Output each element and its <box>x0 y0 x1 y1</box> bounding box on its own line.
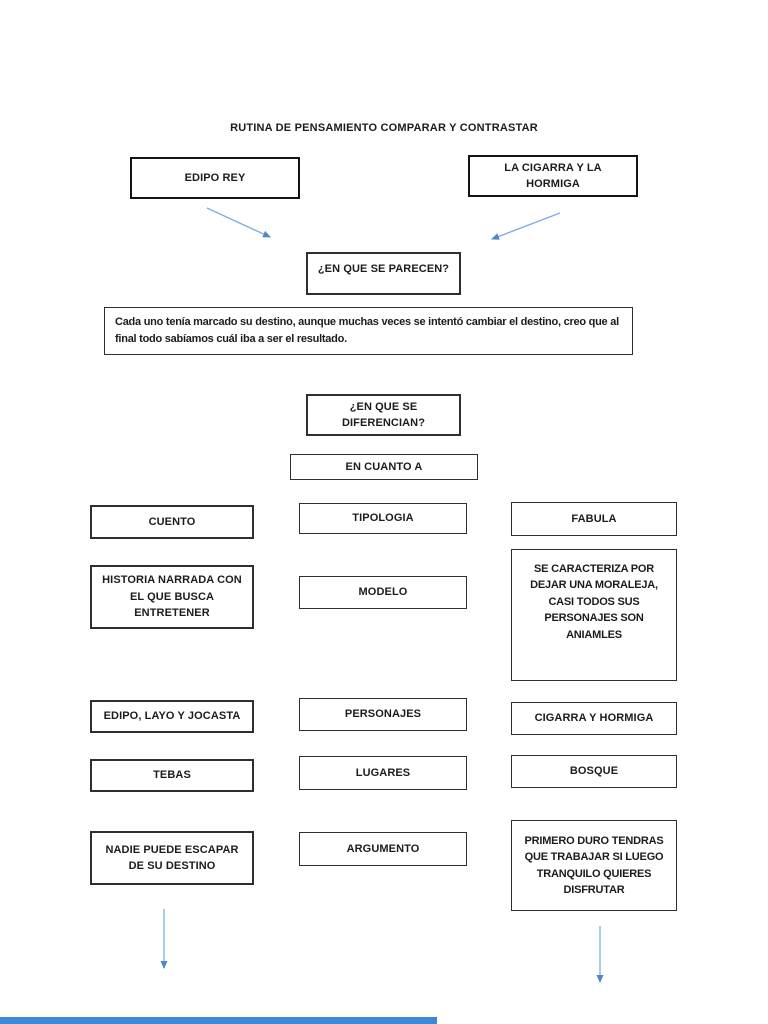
node-similarity-question: ¿EN QUE SE PARECEN? <box>306 252 461 295</box>
similarity-answer-text: Cada uno tenía marcado su destino, aunqu… <box>104 307 633 355</box>
cell-personajes: PERSONAJES <box>299 698 467 731</box>
arrow-edipo-to-parecen-icon <box>206 207 271 238</box>
arrow-cigarra-to-parecen-icon <box>491 212 561 240</box>
cell-se-caracteriza: SE CARACTERIZA POR DEJAR UNA MORALEJA, C… <box>511 549 677 681</box>
cell-edipo-layo-jocasta: EDIPO, LAYO Y JOCASTA <box>90 700 254 733</box>
cell-primero-duro: PRIMERO DURO TENDRAS QUE TRABAJAR SI LUE… <box>511 820 677 911</box>
cell-tebas: TEBAS <box>90 759 254 792</box>
cell-cuento: CUENTO <box>90 505 254 539</box>
cell-tipologia: TIPOLOGIA <box>299 503 467 534</box>
cell-lugares: LUGARES <box>299 756 467 790</box>
node-difference-question: ¿EN QUE SE DIFERENCIAN? <box>306 394 461 436</box>
node-edipo-rey: EDIPO REY <box>130 157 300 199</box>
cell-bosque: BOSQUE <box>511 755 677 788</box>
page-title: RUTINA DE PENSAMIENTO COMPARAR Y CONTRAS… <box>230 122 538 134</box>
cell-fabula: FABULA <box>511 502 677 536</box>
cell-modelo: MODELO <box>299 576 467 609</box>
next-page-edge-bar <box>0 1017 437 1024</box>
cell-nadie-puede-escapar: NADIE PUEDE ESCAPAR DE SU DESTINO <box>90 831 254 885</box>
cell-argumento: ARGUMENTO <box>299 832 467 866</box>
cell-historia-narrada: HISTORIA NARRADA CON EL QUE BUSCA ENTRET… <box>90 565 254 629</box>
cell-cigarra-y-hormiga: CIGARRA Y HORMIGA <box>511 702 677 735</box>
node-en-cuanto-a: EN CUANTO A <box>290 454 478 480</box>
node-cigarra-hormiga: LA CIGARRA Y LA HORMIGA <box>468 155 638 197</box>
